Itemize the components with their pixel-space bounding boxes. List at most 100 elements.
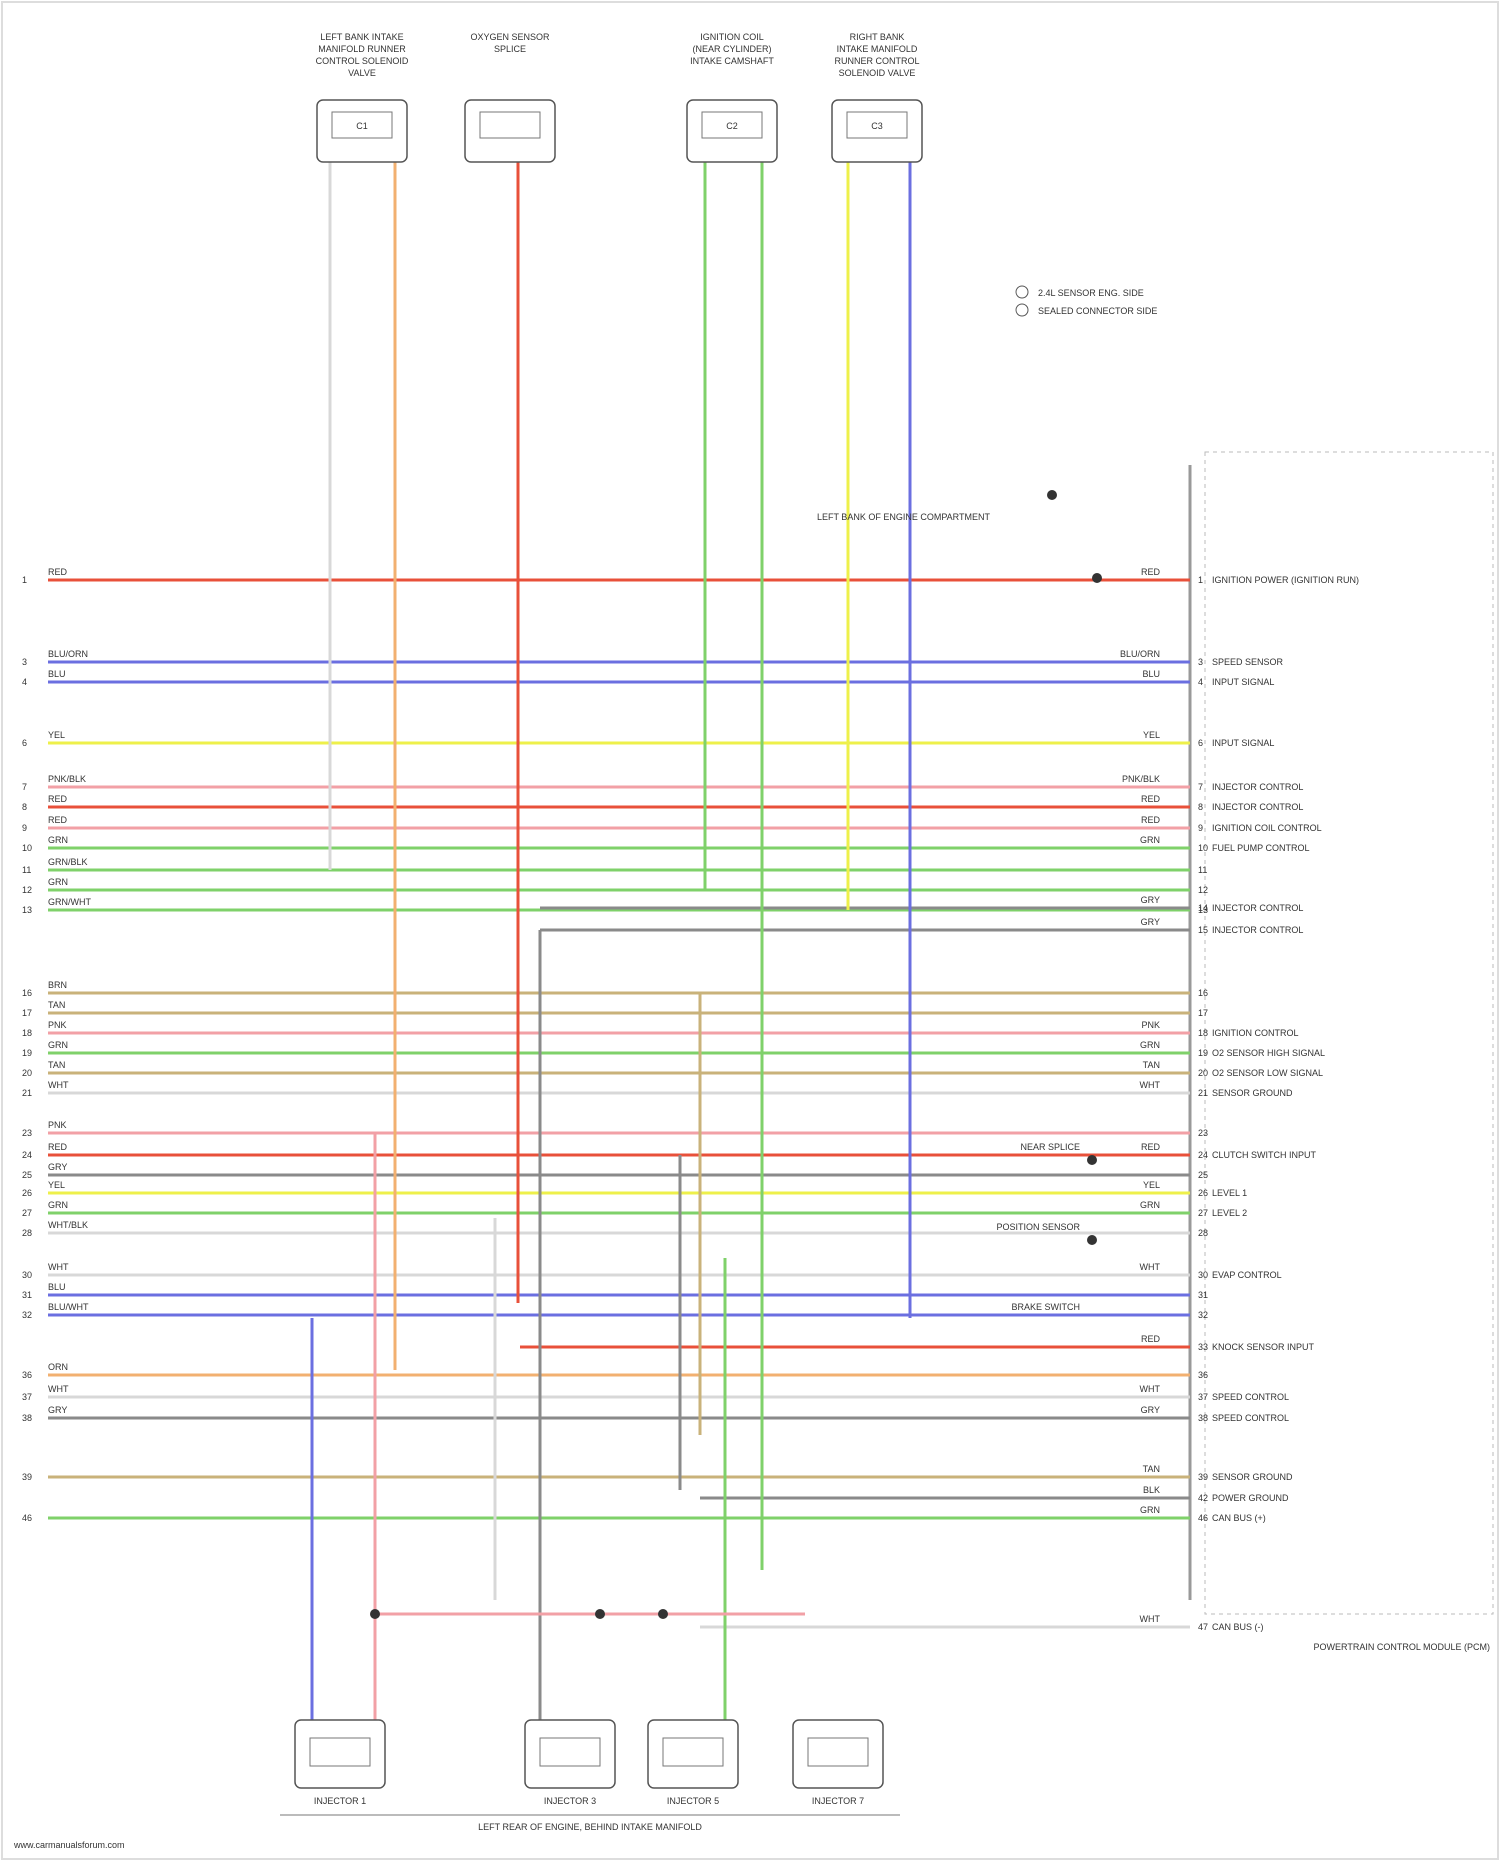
top-component-label-c3: (NEAR CYLINDER): [692, 44, 771, 54]
wire-right-label-8: RED: [1141, 794, 1161, 804]
wire-number-37: 37: [22, 1392, 32, 1402]
wire-number-31: 31: [22, 1290, 32, 1300]
top-component-label-c3: INTAKE CAMSHAFT: [690, 56, 774, 66]
wire-right-label-3: BLU/ORN: [1120, 649, 1160, 659]
wire-left-label-7: PNK/BLK: [48, 774, 86, 784]
wire-right-label-19: GRN: [1140, 1040, 1160, 1050]
legend-symbol-0: [1016, 286, 1028, 298]
top-component-code-c1: C1: [356, 121, 368, 131]
bottom-group-label: LEFT REAR OF ENGINE, BEHIND INTAKE MANIF…: [478, 1822, 702, 1832]
pin-function-21: SENSOR GROUND: [1212, 1088, 1293, 1098]
pin-19: 19: [1198, 1048, 1208, 1058]
wire-number-12: 12: [22, 885, 32, 895]
pin-function-15: INJECTOR CONTROL: [1212, 925, 1303, 935]
wire-number-13: 13: [22, 905, 32, 915]
wire-left-label-19: GRN: [48, 1040, 68, 1050]
pin-37: 37: [1198, 1392, 1208, 1402]
pin-38: 38: [1198, 1413, 1208, 1423]
wire-number-17: 17: [22, 1008, 32, 1018]
pin-function-47: CAN BUS (-): [1212, 1622, 1264, 1632]
pin-function-4: INPUT SIGNAL: [1212, 677, 1274, 687]
top-component-label-c1: MANIFOLD RUNNER: [318, 44, 406, 54]
pin-25: 25: [1198, 1170, 1208, 1180]
splice-dot-2: [658, 1609, 668, 1619]
wire-number-6: 6: [22, 738, 27, 748]
pin-11: 11: [1198, 865, 1207, 875]
pin-39: 39: [1198, 1472, 1208, 1482]
pin-32: 32: [1198, 1310, 1208, 1320]
pin-function-24: CLUTCH SWITCH INPUT: [1212, 1150, 1316, 1160]
vertical-wire-group: [312, 162, 910, 1730]
pin-function-26: LEVEL 1: [1212, 1188, 1247, 1198]
pin-46: 46: [1198, 1513, 1208, 1523]
pin-function-7: INJECTOR CONTROL: [1212, 782, 1303, 792]
wire-left-label-23: PNK: [48, 1120, 67, 1130]
wire-right-label-14: GRY: [1141, 895, 1160, 905]
wire-right-label-21: WHT: [1140, 1080, 1161, 1090]
pin-36: 36: [1198, 1370, 1208, 1380]
annotation-2: BRAKE SWITCH: [1011, 1302, 1080, 1312]
top-component-label-c4: INTAKE MANIFOLD: [837, 44, 918, 54]
wire-number-11: 11: [22, 865, 31, 875]
injector-label-i2: INJECTOR 3: [544, 1796, 596, 1806]
pin-function-14: INJECTOR CONTROL: [1212, 903, 1303, 913]
wire-right-label-10: GRN: [1140, 835, 1160, 845]
wire-left-label-10: GRN: [48, 835, 68, 845]
splice-label: LEFT BANK OF ENGINE COMPARTMENT: [817, 512, 991, 522]
wire-left-label-6: YEL: [48, 730, 65, 740]
injector-body-i3: [663, 1738, 723, 1766]
pin-function-3: SPEED SENSOR: [1212, 657, 1284, 667]
wire-number-20: 20: [22, 1068, 32, 1078]
pin-33: 33: [1198, 1342, 1208, 1352]
injector-label-i4: INJECTOR 7: [812, 1796, 864, 1806]
wire-number-38: 38: [22, 1413, 32, 1423]
pin-20: 20: [1198, 1068, 1208, 1078]
wire-left-label-32: BLU/WHT: [48, 1302, 89, 1312]
annotation-0: NEAR SPLICE: [1020, 1142, 1080, 1152]
splice-dot-0: [370, 1609, 380, 1619]
top-component-label-c1: LEFT BANK INTAKE: [320, 32, 403, 42]
wire-left-label-4: BLU: [48, 669, 66, 679]
wire-left-label-11: GRN/BLK: [48, 857, 88, 867]
top-component-label-c4: SOLENOID VALVE: [839, 68, 916, 78]
wire-right-label-30: WHT: [1140, 1262, 1161, 1272]
pin-function-46: CAN BUS (+): [1212, 1513, 1266, 1523]
wire-right-label-47: WHT: [1140, 1614, 1161, 1624]
pin-28: 28: [1198, 1228, 1208, 1238]
wire-group: [48, 580, 1190, 1627]
pin-12: 12: [1198, 885, 1208, 895]
annotation-1: POSITION SENSOR: [996, 1222, 1080, 1232]
pin-8: 8: [1198, 802, 1203, 812]
wire-number-28: 28: [22, 1228, 32, 1238]
top-component-code-c3: C2: [726, 121, 738, 131]
injector-label-i1: INJECTOR 1: [314, 1796, 366, 1806]
top-component-label-c4: RIGHT BANK: [850, 32, 905, 42]
pin-24: 24: [1198, 1150, 1208, 1160]
wire-number-39: 39: [22, 1472, 32, 1482]
pin-16: 16: [1198, 988, 1208, 998]
pin-23: 23: [1198, 1128, 1208, 1138]
pin-function-39: SENSOR GROUND: [1212, 1472, 1293, 1482]
wire-number-23: 23: [22, 1128, 32, 1138]
pin-17: 17: [1198, 1008, 1208, 1018]
wire-left-label-28: WHT/BLK: [48, 1220, 88, 1230]
pin-4: 4: [1198, 677, 1203, 687]
watermark: www.carmanualsforum.com: [13, 1840, 125, 1850]
text-group: 1REDRED1IGNITION POWER (IGNITION RUN)3BL…: [13, 32, 1490, 1850]
injector-label-i3: INJECTOR 5: [667, 1796, 719, 1806]
pin-21: 21: [1198, 1088, 1208, 1098]
pin-18: 18: [1198, 1028, 1208, 1038]
pin-function-38: SPEED CONTROL: [1212, 1413, 1289, 1423]
injector-body-i4: [808, 1738, 868, 1766]
wire-left-label-13: GRN/WHT: [48, 897, 91, 907]
wire-number-1: 1: [22, 575, 27, 585]
wire-right-label-9: RED: [1141, 815, 1161, 825]
splice-dot-4: [1047, 490, 1057, 500]
pin-15: 15: [1198, 925, 1208, 935]
pin-10: 10: [1198, 843, 1208, 853]
wire-number-18: 18: [22, 1028, 32, 1038]
wire-number-16: 16: [22, 988, 32, 998]
wire-left-label-31: BLU: [48, 1282, 66, 1292]
